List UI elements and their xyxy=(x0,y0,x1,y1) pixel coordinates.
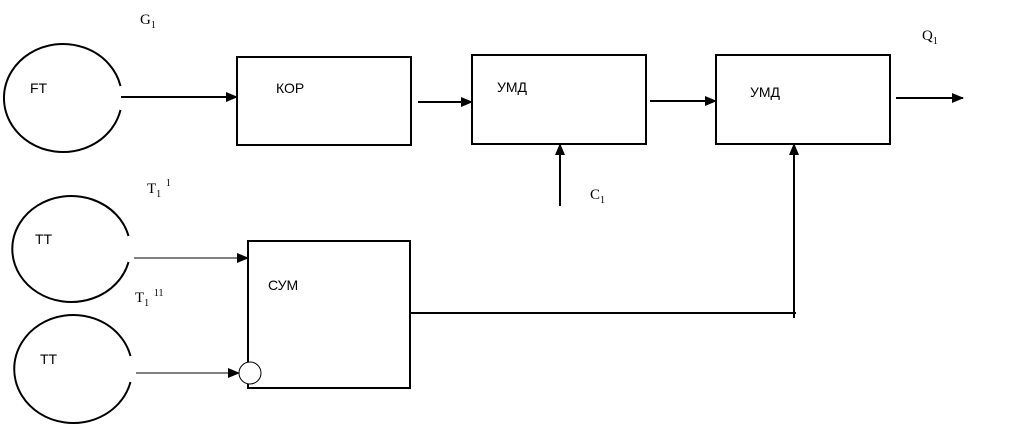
signal-g1-base: G xyxy=(140,12,151,28)
temp-sensor-tt-2: TT xyxy=(13,314,132,424)
block-kor-label: КОР xyxy=(276,80,304,96)
flow-sensor-ft: FT xyxy=(2,43,122,153)
signal-g1: G1 xyxy=(140,12,156,31)
block-kor-rect xyxy=(236,56,412,146)
signal-c1-base: C xyxy=(590,187,600,203)
block-sum-rect xyxy=(247,240,411,389)
signal-t1-double-prime-sup: 11 xyxy=(154,288,164,299)
sum-inverting-input-circle xyxy=(238,361,262,385)
flow-sensor-label: FT xyxy=(30,80,48,96)
temp-sensor-1-label: TT xyxy=(35,231,53,247)
signal-t1-double-prime-sub: 1 xyxy=(144,298,149,309)
signal-q1: Q1 xyxy=(922,28,938,47)
block-umd-2-label: УМД xyxy=(750,84,781,100)
temp-sensor-2-circle xyxy=(13,314,132,424)
signal-t1-prime: T11 xyxy=(147,178,171,200)
flow-sensor-circle xyxy=(2,43,122,153)
block-sum: СУМ xyxy=(238,240,411,389)
temp-sensor-2-label: TT xyxy=(40,351,58,367)
signal-t1-double-prime: T111 xyxy=(135,288,163,309)
signal-q1-sub: 1 xyxy=(933,36,938,47)
signal-c1-sub: 1 xyxy=(600,195,605,206)
signal-t1-double-prime-base: T xyxy=(135,290,144,306)
block-umd-1: УМД xyxy=(471,54,647,145)
block-umd-2: УМД xyxy=(715,54,891,145)
signal-g1-sub: 1 xyxy=(151,20,156,31)
block-sum-label: СУМ xyxy=(268,277,298,293)
signal-t1-prime-sup: 1 xyxy=(166,178,171,189)
block-kor: КОР xyxy=(236,56,412,146)
signal-q1-base: Q xyxy=(922,28,933,44)
signal-t1-prime-sub: 1 xyxy=(156,189,161,200)
temp-sensor-1-circle xyxy=(11,195,130,303)
temp-sensor-tt-1: TT xyxy=(11,195,130,303)
block-umd-1-label: УМД xyxy=(497,79,528,95)
signal-t1-prime-base: T xyxy=(147,181,156,197)
block-umd-2-rect xyxy=(715,54,891,145)
block-umd-1-rect xyxy=(471,54,647,145)
signal-c1: C1 xyxy=(590,187,605,206)
